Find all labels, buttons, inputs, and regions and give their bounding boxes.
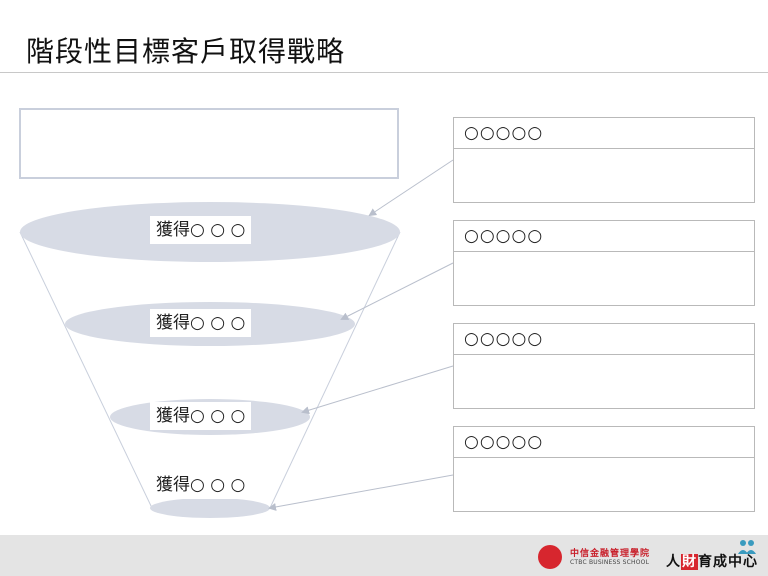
stage-panel-heading: ○○○○○ [454, 324, 754, 355]
stage-panel-3[interactable]: ○○○○○ [453, 323, 755, 409]
stage-panel-heading: ○○○○○ [454, 221, 754, 252]
stage-panel-body[interactable] [454, 458, 754, 512]
hr-center-highlight: 財 [681, 554, 698, 570]
stage-panel-1[interactable]: ○○○○○ [453, 117, 755, 203]
connector-arrow-4 [268, 474, 454, 511]
connector-arrow-3 [301, 365, 454, 415]
stage-panel-body[interactable] [454, 252, 754, 306]
stage-panel-4[interactable]: ○○○○○ [453, 426, 755, 512]
people-icon [738, 540, 756, 554]
funnel-label-2: 獲得○ ○ ○ [150, 309, 252, 337]
school-logo-icon [538, 545, 562, 569]
stage-panel-body[interactable] [454, 149, 754, 203]
stage-panel-heading: ○○○○○ [454, 118, 754, 149]
funnel-label-1: 獲得○ ○ ○ [150, 216, 252, 244]
title-divider [0, 72, 768, 73]
top-text-box[interactable] [19, 108, 399, 179]
funnel-label-3: 獲得○ ○ ○ [150, 402, 252, 430]
hr-center-rest: 育成中心 [698, 554, 758, 570]
connector-arrow-1 [368, 159, 454, 217]
school-name-cn: 中信金融管理學院 [570, 549, 651, 559]
funnel-stage-4 [150, 498, 270, 518]
slide-title: 階段性目標客戶取得戰略 [26, 35, 346, 68]
funnel-label-4: 獲得○ ○ ○ [150, 471, 252, 499]
stage-panel-heading: ○○○○○ [454, 427, 754, 458]
stage-panel-2[interactable]: ○○○○○ [453, 220, 755, 306]
funnel-right-edge [269, 231, 401, 509]
school-name-en: CTBC BUSINESS SCHOOL [570, 559, 650, 566]
connector-arrow-2 [340, 262, 454, 320]
stage-panel-body[interactable] [454, 355, 754, 409]
hr-center-logo: 人財育成中心 [666, 551, 758, 571]
hr-center-first: 人 [666, 554, 681, 570]
funnel-left-edge [19, 231, 153, 509]
footer-bar: 中信金融管理學院 CTBC BUSINESS SCHOOL 人財育成中心 [0, 535, 768, 576]
